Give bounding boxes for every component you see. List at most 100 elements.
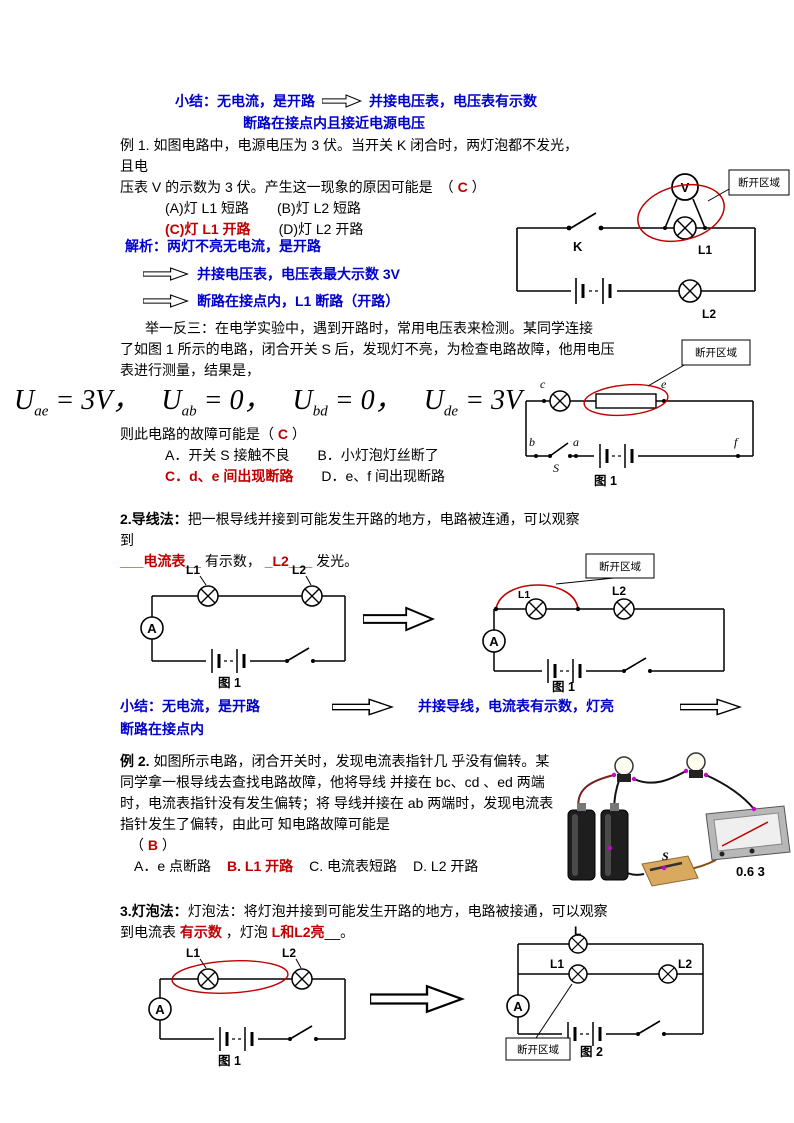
voltage-formula: Uae = 3V， Uab = 0， Ubd = 0， Ude = 3V xyxy=(14,378,536,421)
lamp-L1-icon xyxy=(568,964,588,984)
ammeter-icon xyxy=(506,994,530,1018)
broken-area-label: 断开区域 xyxy=(599,560,641,573)
circuit-wires xyxy=(517,943,704,1035)
ammeter-icon xyxy=(482,629,506,653)
lamp-L-icon xyxy=(568,934,588,954)
method3-paragraph: 3.灯泡法：灯泡法：将灯泡并接到可能发生开路的地方，电路被接通，可以观察 到电流… xyxy=(120,901,720,943)
ammeter-photo xyxy=(705,805,791,861)
example2-answer-line: （ B ） xyxy=(130,837,176,853)
circuit-figure-lamp-after: L L1 L2 A xyxy=(505,926,704,1061)
battery-icon xyxy=(571,278,617,304)
lamp-L2-label: L2 xyxy=(678,957,692,971)
ammeter-label: A xyxy=(147,621,157,636)
lamp-L1-label: L1 xyxy=(518,589,530,601)
switch-K-label: K xyxy=(573,239,583,254)
lamp-L1-icon xyxy=(525,598,547,620)
lamp-icon xyxy=(549,390,571,412)
junction-dots xyxy=(607,768,757,871)
blank-answer: 有示数 xyxy=(179,924,222,940)
broken-area-label: 断开区域 xyxy=(738,176,780,189)
lamp-L1-label: L1 xyxy=(698,243,712,257)
blank-answer: _L2___ xyxy=(264,553,313,569)
broken-area-label: 断开区域 xyxy=(695,346,737,359)
ammeter-scale-label: 0.6 3 xyxy=(736,864,765,879)
lamp-L2-icon xyxy=(678,279,702,303)
blank-answer: L和L2亮 xyxy=(271,924,325,940)
method2-paragraph: 2.导线法：把一根导线并接到可能发生开路的地方，电路被连通，可以观察 到 ___… xyxy=(120,509,700,572)
block-arrow-right-icon xyxy=(332,698,394,716)
block-arrow-right-icon xyxy=(680,698,742,716)
method3-blanks: 到电流表 有示数 ，灯泡 L和L2亮__。 xyxy=(120,924,355,940)
example-1: 例 1. 如图电路中，电源电压为 3 伏。当开关 K 闭合时，两灯泡都不发光，且… xyxy=(120,135,590,240)
summary-1-result: 并接电压表，电压表有示数 xyxy=(369,93,537,109)
example1-options-cd: (C)灯 L1 开路(D)灯 L2 开路 xyxy=(165,221,364,237)
battery-icon xyxy=(562,1022,606,1046)
example1-answer: C xyxy=(457,179,468,195)
bypass-wire xyxy=(495,584,579,610)
circuit-wires xyxy=(516,198,756,292)
lamp-L2-label: L2 xyxy=(702,307,716,321)
circuit-figure-wire-after: L1 L2 A 断开区域 图 1 xyxy=(482,553,725,693)
formula-term: Ude = 3V xyxy=(423,385,523,420)
extension-paragraph: 举一反三：在电学实验中，遇到开路时，常用电压表来检测。某同学连接 了如图 1 所… xyxy=(120,320,615,378)
formula-term: Ubd = 0， xyxy=(292,385,403,420)
lamp-L1-label: L1 xyxy=(186,563,200,577)
figure-caption: 图 1 xyxy=(594,474,617,488)
example1-options-ab: (A)灯 L1 短路(B)灯 L2 短路 xyxy=(165,200,362,216)
switch-S-label: S xyxy=(553,461,559,475)
switch-icon xyxy=(285,647,315,663)
lamp-icon xyxy=(614,756,634,782)
example2-answer: B xyxy=(147,837,159,853)
figure-caption: 图 2 xyxy=(580,1045,603,1059)
ammeter-label: A xyxy=(155,1002,165,1017)
point-a-label: a xyxy=(573,435,579,449)
lamp-L2-icon xyxy=(301,585,323,607)
switch-K-icon xyxy=(566,212,604,231)
battery-icon xyxy=(206,649,250,673)
method2-blanks: ___电流表__ 有示数， _L2___ 发光。 xyxy=(120,553,359,569)
point-b-label: b xyxy=(529,435,535,449)
extension-question: 则此电路的故障可能是（ C ） xyxy=(120,426,306,442)
lamp-L2-icon xyxy=(613,598,635,620)
circuit-figure-example1: K V L1 L2 断开区域 xyxy=(516,169,790,321)
ammeter-label: A xyxy=(513,999,523,1014)
figure-caption: 图 1 xyxy=(552,680,575,693)
summary-2-premise: 小结：无电流，是开路 xyxy=(120,698,260,714)
analysis-block: 解析：两灯不亮无电流，是开路 并接电压表，电压表最大示数 3V 断路在接点内，L… xyxy=(125,236,400,311)
point-c-label: c xyxy=(540,377,546,391)
summary-1-line2: 断路在接点内且接近电源电压 xyxy=(243,115,425,131)
summary-2-result: 并接导线，电流表有示数，灯亮 xyxy=(418,698,614,714)
point-f-label: f xyxy=(734,435,739,449)
broken-area-callout xyxy=(555,553,655,585)
ammeter-icon xyxy=(140,616,164,640)
circuit-figure-wire-before: L1 L2 A 图 1 xyxy=(140,563,346,690)
example1-line1: 例 1. 如图电路中，电源电压为 3 伏。当开关 K 闭合时，两灯泡都不发光，且… xyxy=(120,137,579,174)
block-arrow-right-icon xyxy=(370,984,465,1014)
lamp-L-label: L xyxy=(574,926,581,938)
ammeter-icon xyxy=(148,997,172,1021)
figure-caption: 图 1 xyxy=(218,676,241,690)
circuit-figure-lamp-before: L1 L2 A 图 1 xyxy=(148,946,346,1068)
formula-term: Uab = 0， xyxy=(161,385,272,420)
lamp-L2-label: L2 xyxy=(292,563,306,577)
circuit-wires xyxy=(159,978,346,1040)
battery-icon xyxy=(542,659,586,683)
battery-icon xyxy=(594,444,638,468)
voltmeter-label: V xyxy=(681,180,690,195)
broken-area-label: 断开区域 xyxy=(517,1043,559,1056)
formula-term: Uae = 3V， xyxy=(14,385,141,420)
lamp-icon xyxy=(686,752,706,778)
analysis-line1: 解析：两灯不亮无电流，是开路 xyxy=(125,238,321,254)
switch-icon xyxy=(622,657,652,673)
block-arrow-right-icon xyxy=(143,267,189,281)
red-circle-annotation xyxy=(171,960,289,994)
example1-line2: 压表 V 的示数为 3 伏。产生这一现象的原因可能是 （ C ） xyxy=(120,179,486,195)
battery-icon xyxy=(214,1027,258,1051)
analysis-line3: 断路在接点内，L1 断路（开路） xyxy=(143,291,400,311)
switch-icon xyxy=(288,1025,318,1041)
battery-cells xyxy=(567,803,629,881)
